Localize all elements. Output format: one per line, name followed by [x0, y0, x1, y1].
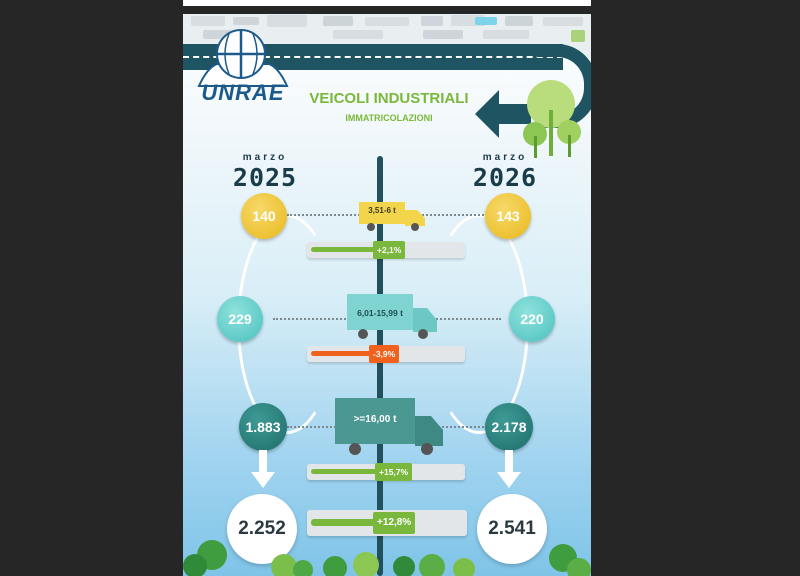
total-2025: 2.252: [227, 494, 297, 564]
total-2026: 2.541: [477, 494, 547, 564]
tree-icon: [419, 554, 445, 576]
row-3-value-2026: 2.178: [485, 403, 533, 451]
period-left-year: 2025: [232, 163, 298, 192]
row-3-value-2025: 1.883: [239, 403, 287, 451]
tree-icon: [293, 560, 313, 576]
road-lane-marking: [183, 56, 563, 58]
tree-icon: [453, 558, 475, 576]
row-2-value-2025: 229: [217, 296, 263, 342]
previous-page-edge: [183, 0, 591, 6]
total-change-fill: [311, 519, 411, 526]
row-2-change: -3,9%: [369, 345, 400, 363]
period-left-month: marzo: [242, 152, 288, 163]
truck-icon: [335, 398, 443, 455]
total-change: +12,8%: [373, 512, 416, 534]
truck-icon: [347, 294, 437, 339]
total-change-bar: +12,8%: [307, 510, 467, 536]
tree-icon: [523, 80, 581, 158]
row-3-change-fill: [311, 469, 391, 474]
tree-row: [183, 514, 591, 576]
row-1-value-2025: 140: [241, 193, 287, 239]
down-arrow-icon: [251, 450, 275, 488]
infographic-page: UNRAE VEICOLI INDUSTRIALI IMMATRICOLAZIO…: [183, 14, 591, 576]
left-arrow-icon: [475, 90, 531, 138]
page-subtitle: IMMATRICOLAZIONI: [345, 113, 433, 123]
row-3-change-bar: +15,7%: [307, 463, 465, 481]
period-right: marzo 2026: [467, 152, 543, 192]
row-1-value-2026: 143: [485, 193, 531, 239]
period-left: marzo 2025: [227, 152, 303, 192]
tree-icon: [567, 558, 591, 576]
tree-icon: [353, 552, 379, 576]
tree-icon: [323, 556, 347, 576]
period-right-year: 2026: [472, 163, 538, 192]
row-1-change-fill: [311, 247, 381, 252]
row-2-change-fill: [311, 351, 379, 356]
globe-logo-icon: [197, 29, 289, 87]
tree-icon: [393, 556, 415, 576]
unrae-logo: [193, 24, 293, 116]
period-right-month: marzo: [482, 152, 528, 163]
truck-icon: [359, 202, 425, 231]
tree-icon: [271, 554, 297, 576]
row-2-value-2026: 220: [509, 296, 555, 342]
timeline-axis: [377, 156, 383, 576]
row-2-change-bar: -3,9%: [307, 345, 465, 363]
row-3-category: >=16,00 t: [353, 414, 397, 425]
down-arrow-icon: [497, 450, 521, 488]
page-title: VEICOLI INDUSTRIALI: [309, 90, 469, 107]
row-1-category: 3,51-6 t: [368, 206, 396, 215]
row-1-change: +2,1%: [373, 241, 406, 259]
row-3-change: +15,7%: [375, 463, 413, 481]
logo-wordmark: UNRAE: [201, 80, 285, 105]
row-2-category: 6,01-15,99 t: [357, 308, 403, 318]
row-1-change-bar: +2,1%: [307, 241, 465, 259]
tree-icon: [183, 554, 207, 576]
